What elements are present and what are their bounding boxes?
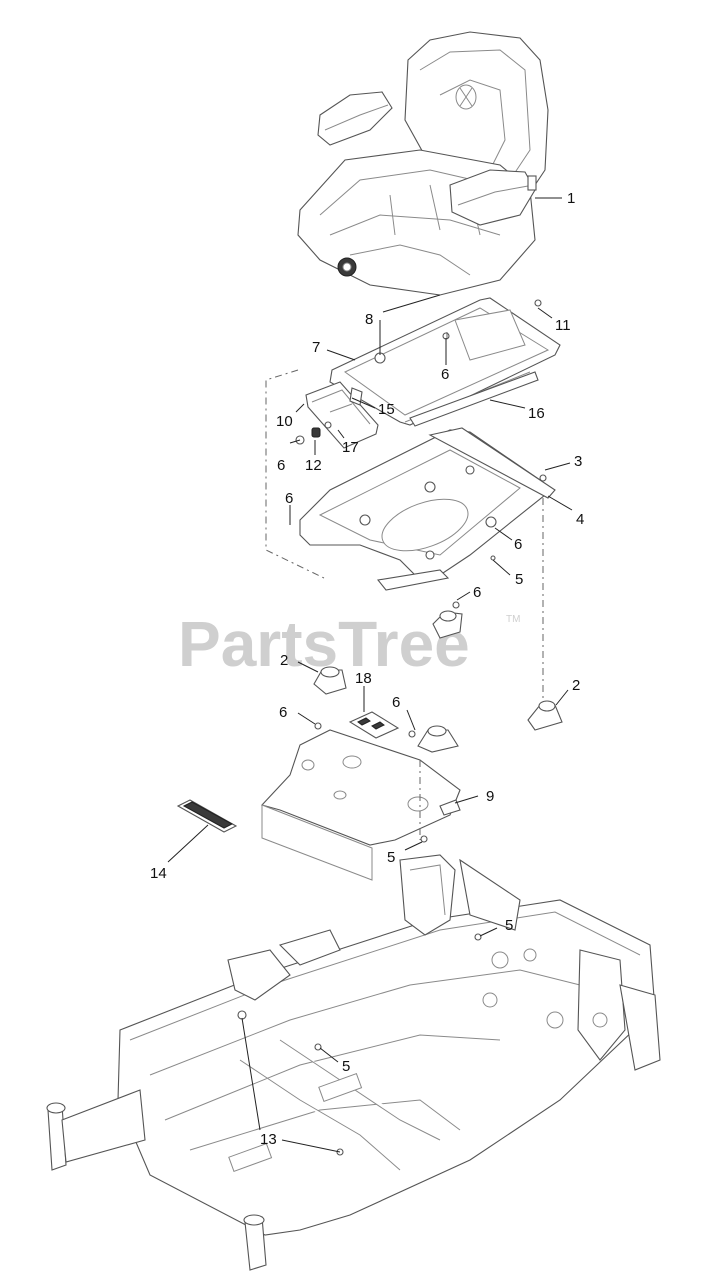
callout-4: 4 [576,511,584,528]
callout-5: 5 [515,571,523,588]
callout-6: 6 [514,536,522,553]
callout-1: 1 [567,190,575,207]
slide-bracket [295,381,379,449]
callout-18: 18 [355,670,372,687]
callout-2: 2 [572,677,580,694]
chassis-frame [46,854,661,1271]
warning-decal [176,799,238,833]
callout-3: 3 [574,453,582,470]
callout-7: 7 [312,339,320,356]
leader-lines [167,197,573,1153]
callout-6: 6 [285,490,293,507]
callout-labels: 1 8 11 7 6 15 16 10 17 6 12 3 4 6 6 5 6 … [150,190,584,1148]
callout-13: 13 [260,1131,277,1148]
callout-6: 6 [277,457,285,474]
callout-11: 11 [555,317,571,334]
callout-5: 5 [342,1058,350,1075]
callout-12: 12 [305,457,322,474]
callout-5: 5 [505,917,513,934]
watermark-trademark: TM [506,614,520,625]
callout-14: 14 [150,865,167,882]
callout-5: 5 [387,849,395,866]
isolator-mounts [313,601,563,753]
callout-6: 6 [392,694,400,711]
decal [348,711,400,739]
callout-10: 10 [276,413,293,430]
callout-6: 6 [473,584,481,601]
callout-2: 2 [280,652,288,669]
callout-9: 9 [486,788,494,805]
callout-6: 6 [279,704,287,721]
callout-15: 15 [378,401,395,418]
seat-assembly [297,31,549,296]
seat-pan [299,427,556,591]
callout-17: 17 [342,439,359,456]
support-plate [260,729,461,881]
callout-16: 16 [528,405,545,422]
callout-8: 8 [365,311,373,328]
callout-6: 6 [441,366,449,383]
